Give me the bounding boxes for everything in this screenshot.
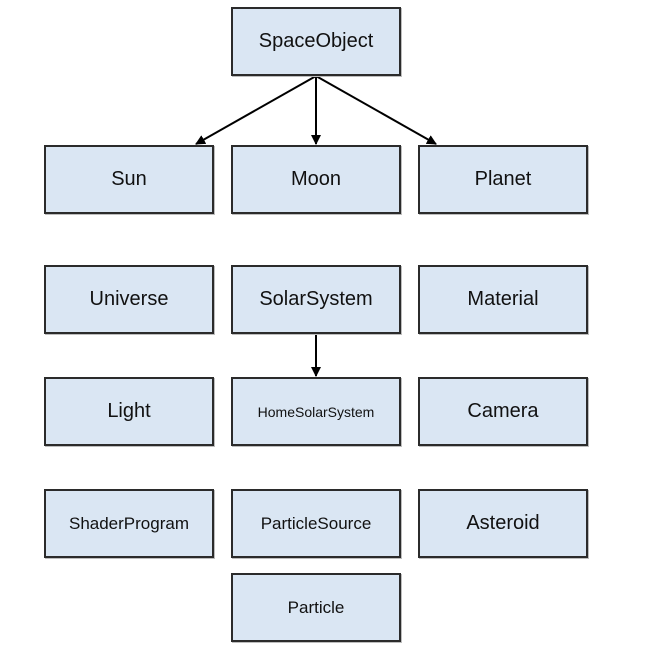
node-shader-program: ShaderProgram xyxy=(44,489,214,558)
node-moon: Moon xyxy=(231,145,401,214)
node-space-object: SpaceObject xyxy=(231,7,401,76)
edge-spaceobject-sun xyxy=(195,75,317,145)
node-particle: Particle xyxy=(231,573,401,642)
node-material: Material xyxy=(418,265,588,334)
node-asteroid: Asteroid xyxy=(418,489,588,558)
node-solar-system: SolarSystem xyxy=(231,265,401,334)
node-home-solar-system: HomeSolarSystem xyxy=(231,377,401,446)
node-particle-source: ParticleSource xyxy=(231,489,401,558)
node-universe: Universe xyxy=(44,265,214,334)
node-camera: Camera xyxy=(418,377,588,446)
node-light: Light xyxy=(44,377,214,446)
edge-spaceobject-planet xyxy=(315,75,437,145)
node-sun: Sun xyxy=(44,145,214,214)
node-planet: Planet xyxy=(418,145,588,214)
